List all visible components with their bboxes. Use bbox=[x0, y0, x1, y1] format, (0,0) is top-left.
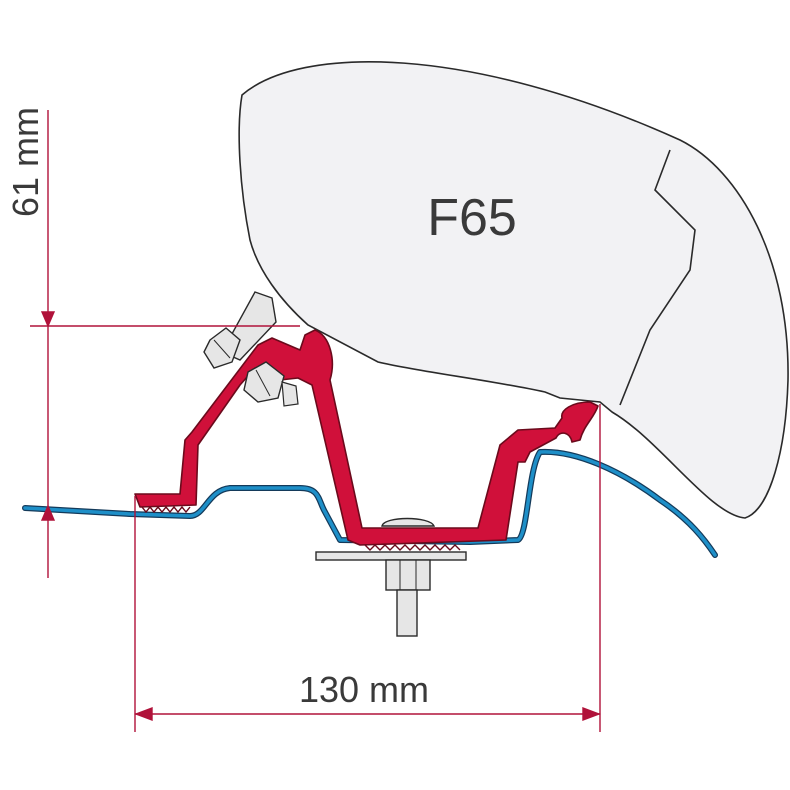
mounting-bracket bbox=[134, 329, 599, 546]
bracket-teeth-center bbox=[364, 544, 461, 551]
bracket-teeth-left bbox=[141, 505, 191, 514]
width-dimension-label: 130 mm bbox=[299, 669, 429, 710]
awning-case bbox=[238, 61, 789, 519]
height-dimension bbox=[30, 110, 300, 578]
upper-bolt bbox=[203, 327, 299, 407]
awning-model-label: F65 bbox=[427, 189, 517, 247]
center-bolt bbox=[315, 517, 467, 637]
awning-front-cap bbox=[619, 149, 696, 406]
height-dimension-label: 61 mm bbox=[5, 107, 46, 217]
roof-profile-fill bbox=[23, 450, 717, 557]
width-dimension bbox=[134, 404, 601, 732]
